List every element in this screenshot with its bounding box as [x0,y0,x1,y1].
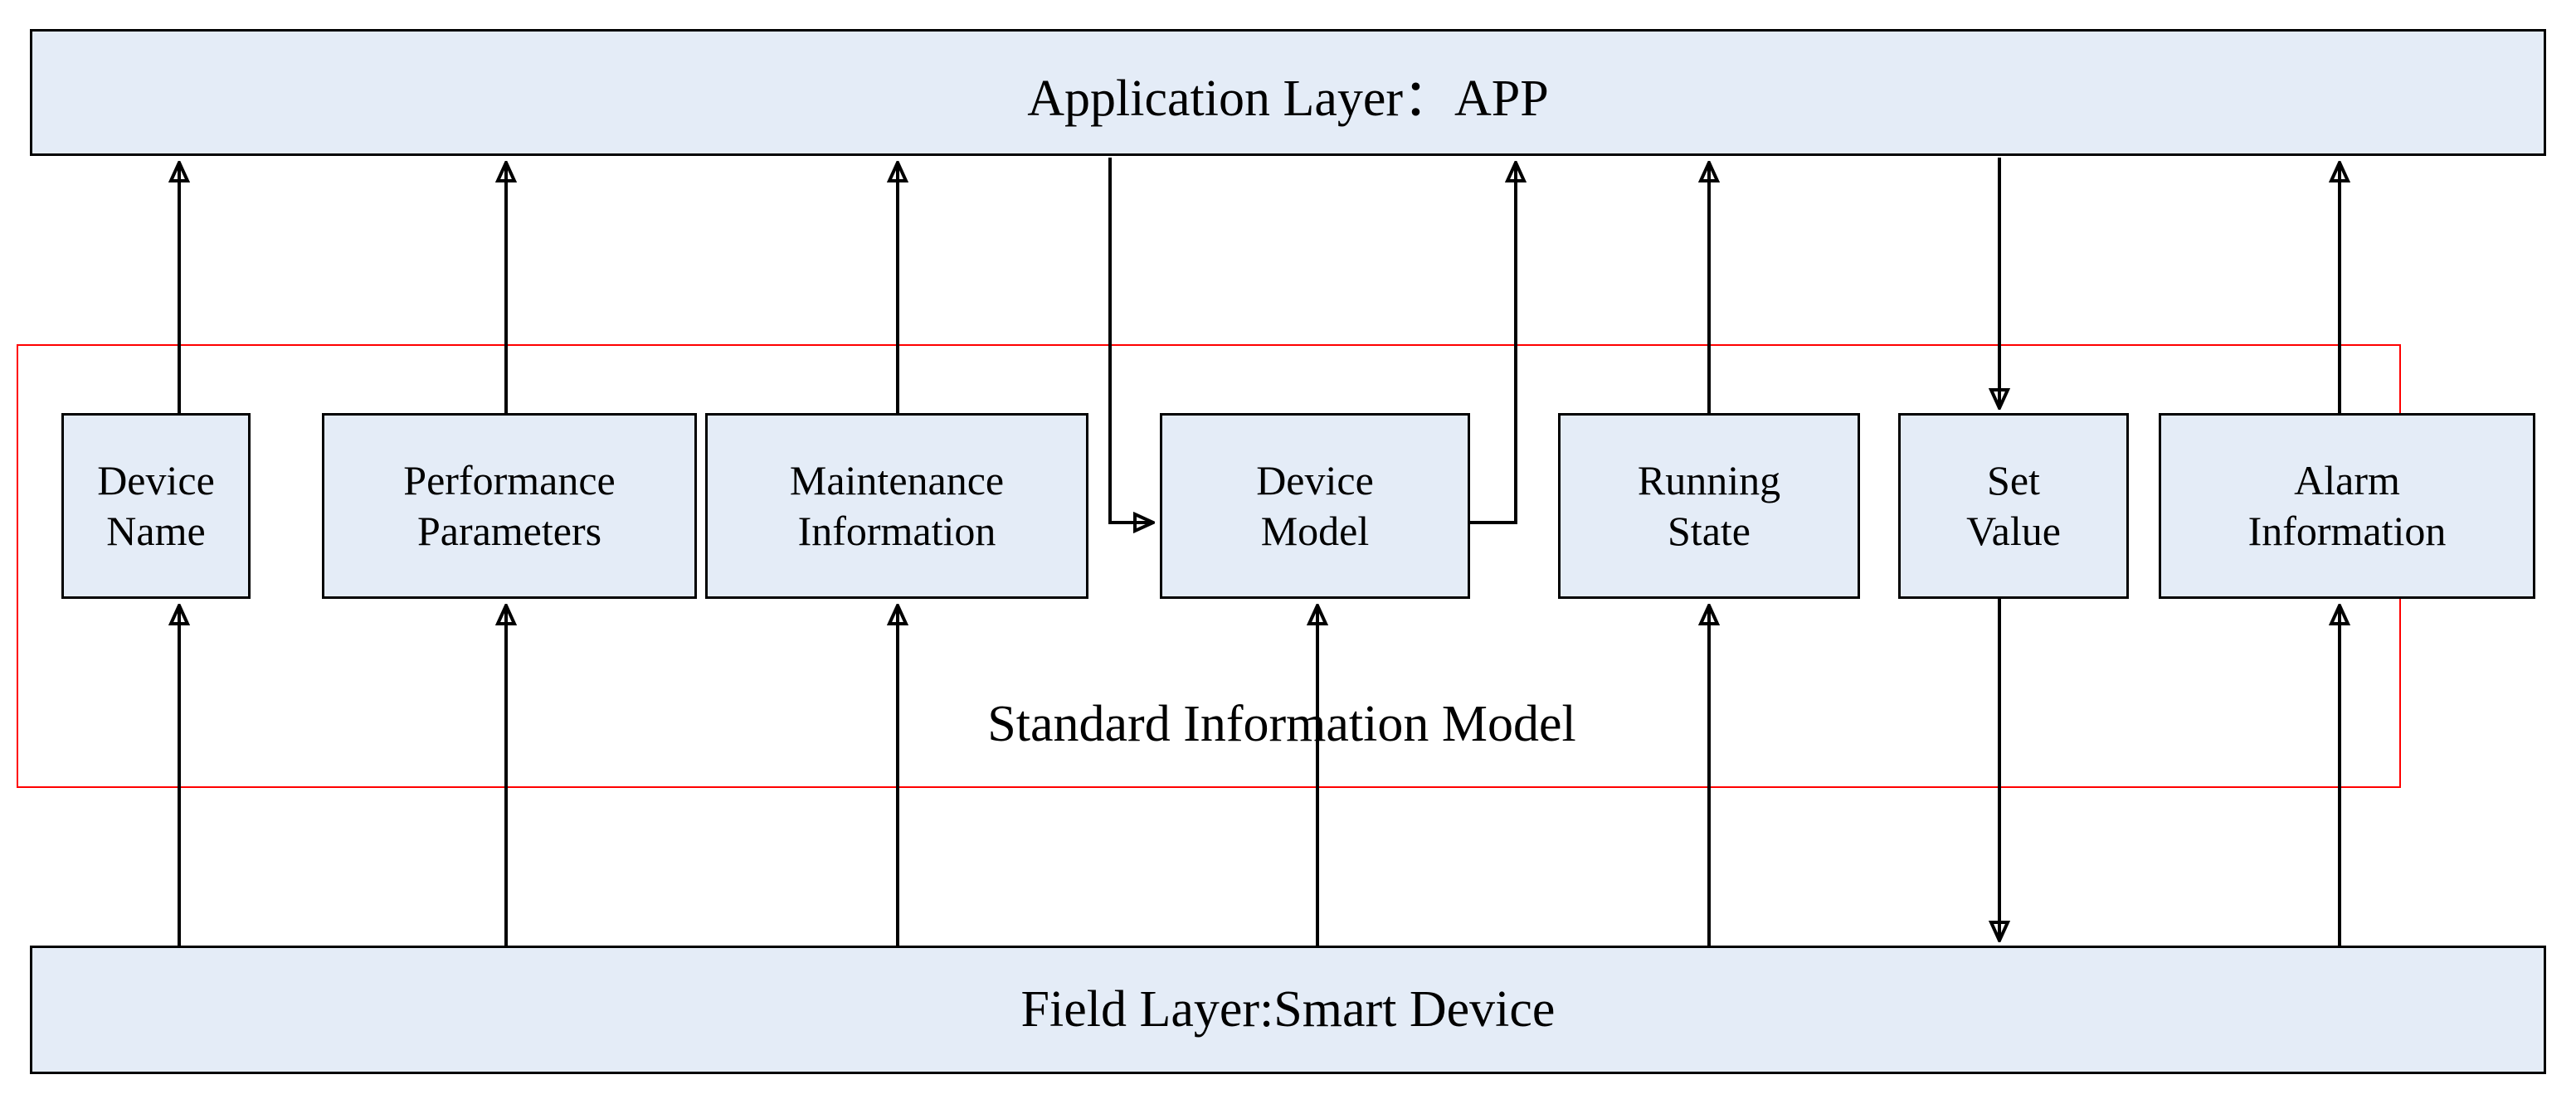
attribute-label-line2: Information [2247,508,2447,554]
attribute-label-line1: Alarm [2294,457,2400,503]
attribute-label-line1: Set [1987,457,2040,503]
attribute-box-performance-parameters[interactable]: Performance Parameters [322,413,697,599]
attribute-label-line2: Model [1260,508,1370,554]
attribute-box-set-value[interactable]: Set Value [1898,413,2129,599]
attribute-label-line2: Value [1966,508,2061,554]
attribute-box-maintenance-information[interactable]: Maintenance Information [705,413,1088,599]
attribute-box-alarm-information[interactable]: Alarm Information [2159,413,2535,599]
field-layer-label: Field Layer:Smart Device [1020,981,1556,1038]
attribute-label-line1: Running [1637,457,1781,503]
attribute-label-line1: Device [97,457,215,503]
attribute-label-line2: Information [797,508,996,554]
attribute-label-line2: State [1668,508,1751,554]
attribute-box-device-name[interactable]: Device Name [61,413,251,599]
attribute-box-running-state[interactable]: Running State [1558,413,1860,599]
application-layer-label: Application Layer：APP [1027,70,1549,127]
field-layer-bar: Field Layer:Smart Device [30,946,2546,1074]
standard-information-model-caption: Standard Information Model [987,696,1576,752]
application-layer-bar: Application Layer：APP [30,29,2546,156]
attribute-label-line2: Name [106,508,206,554]
attribute-box-device-model[interactable]: Device Model [1160,413,1470,599]
attribute-label-line1: Device [1256,457,1374,503]
attribute-label-line1: Performance [403,457,616,503]
attribute-label-line1: Maintenance [789,457,1005,503]
attribute-label-line2: Parameters [416,508,602,554]
